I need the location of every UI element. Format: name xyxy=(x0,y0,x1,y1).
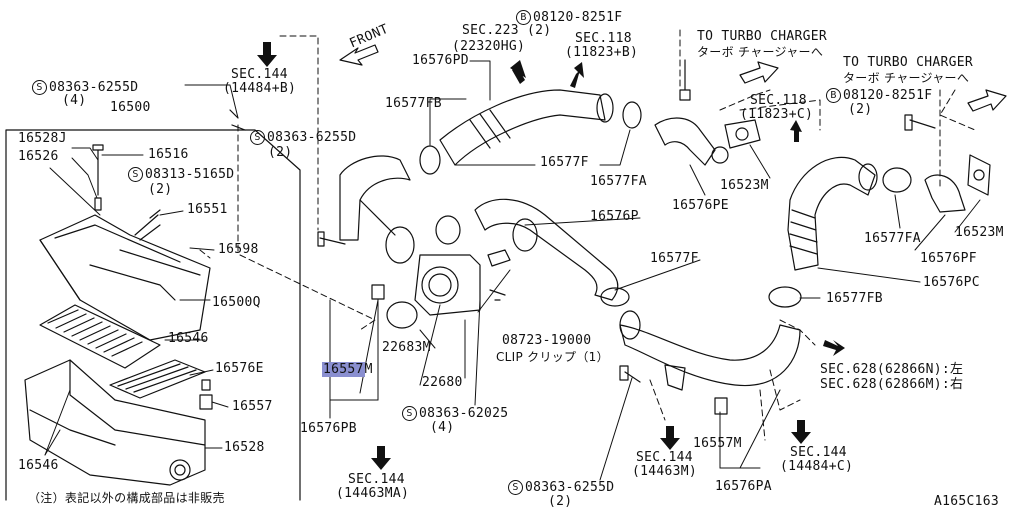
sec118-a: SEC.118 xyxy=(575,31,632,46)
part-16557M-b: 16557M xyxy=(693,436,742,451)
part-16500Q: 16500Q xyxy=(212,295,261,310)
part-16577F: 16577F xyxy=(540,155,589,170)
front-arrow xyxy=(339,44,379,66)
part-16576P: 16576P xyxy=(590,209,639,224)
qty-2-d: (2) xyxy=(548,494,573,509)
qty-2-a: (2) xyxy=(148,182,173,197)
part-16557M-highlighted: 16557M xyxy=(322,362,373,377)
highlight-16557: 16557 xyxy=(322,362,365,377)
sec144-c-sub: (14463M) xyxy=(632,464,698,479)
part-16576PB: 16576PB xyxy=(300,421,357,436)
part-16598: 16598 xyxy=(218,242,259,257)
part-16577FB: 16577FB xyxy=(385,96,442,111)
qty-4-b: (4) xyxy=(430,420,455,435)
turbo-left-jp: ターボ チャージャーへ xyxy=(697,45,824,59)
part-16546-b: 16546 xyxy=(18,458,59,473)
qty-2-c: (2) xyxy=(848,102,873,117)
sec628-left: SEC.628(62866N):左 xyxy=(820,362,964,377)
part-16576PE: 16576PE xyxy=(672,198,729,213)
part-16500: 16500 xyxy=(110,100,151,115)
part-16523M-b: 16523M xyxy=(955,225,1004,240)
part-16528: 16528 xyxy=(224,440,265,455)
leader-lines-left xyxy=(44,84,239,456)
sec144-b: SEC.144 xyxy=(348,472,405,487)
qty-4-a: (4) xyxy=(62,93,87,108)
part-16523M-a: 16523M xyxy=(720,178,769,193)
part-16557: 16557 xyxy=(232,399,273,414)
ducts xyxy=(229,59,991,415)
leader-lines-right xyxy=(329,60,981,481)
part-16576PA: 16576PA xyxy=(715,479,772,494)
diagram-code: A165C163 xyxy=(934,494,1000,509)
sec144-a-sub: (14484+B) xyxy=(223,81,297,96)
turbo-arrows xyxy=(739,61,1007,112)
b-circle-icon: B xyxy=(516,10,531,25)
part-16546-a: 16546 xyxy=(168,331,209,346)
footnote: （注）表記以外の構成部品は非販売 xyxy=(28,491,225,505)
turbo-right-en: TO TURBO CHARGER xyxy=(843,55,974,70)
sec144-b-sub: (14463MA) xyxy=(336,486,410,501)
sec118-a-sub: (11823+B) xyxy=(565,45,639,60)
sec223: SEC.223 (2) xyxy=(462,23,552,38)
sec144-a: SEC.144 xyxy=(231,67,288,82)
part-16526: 16526 xyxy=(18,149,59,164)
part-16516: 16516 xyxy=(148,147,189,162)
part-16576PD: 16576PD xyxy=(412,53,469,68)
s-circle-icon: S xyxy=(508,480,523,495)
part-08723-19000: 08723-19000 xyxy=(502,333,592,348)
part-16576PF: 16576PF xyxy=(920,251,977,266)
part-16576PC: 16576PC xyxy=(923,275,980,290)
part-16577FA: 16577FA xyxy=(590,174,647,189)
s-circle-icon: S xyxy=(402,406,417,421)
sec118-b: SEC.118 xyxy=(750,93,807,108)
turbo-left-en: TO TURBO CHARGER xyxy=(697,29,828,44)
sec144-d-sub: (14484+C) xyxy=(780,459,854,474)
sec628-right: SEC.628(62866M):右 xyxy=(820,377,964,392)
qty-2-b: (2) xyxy=(268,145,293,160)
air-cleaner-assembly xyxy=(5,129,301,501)
sec144-d: SEC.144 xyxy=(790,445,847,460)
part-16577F-b: 16577F xyxy=(650,251,699,266)
sec118-b-sub: (11823+C) xyxy=(740,107,814,122)
clip-label: CLIP クリップ（1） xyxy=(496,350,609,364)
part-22683M: 22683M xyxy=(382,340,431,355)
s-circle-icon: S xyxy=(250,130,265,145)
part-22680: 22680 xyxy=(422,375,463,390)
s-circle-icon: S xyxy=(32,80,47,95)
part-16577FA-b: 16577FA xyxy=(864,231,921,246)
sec144-c: SEC.144 xyxy=(636,450,693,465)
s-circle-icon: S xyxy=(128,167,143,182)
part-16551: 16551 xyxy=(187,202,228,217)
part-16577FB-b: 16577FB xyxy=(826,291,883,306)
sec223-sub: (22320HG) xyxy=(452,39,526,54)
turbo-right-jp: ターボ チャージャーへ xyxy=(843,71,970,85)
section-arrows xyxy=(257,42,845,470)
b-circle-icon: B xyxy=(826,88,841,103)
part-16576E: 16576E xyxy=(215,361,264,376)
part-16528J: 16528J xyxy=(18,131,67,146)
